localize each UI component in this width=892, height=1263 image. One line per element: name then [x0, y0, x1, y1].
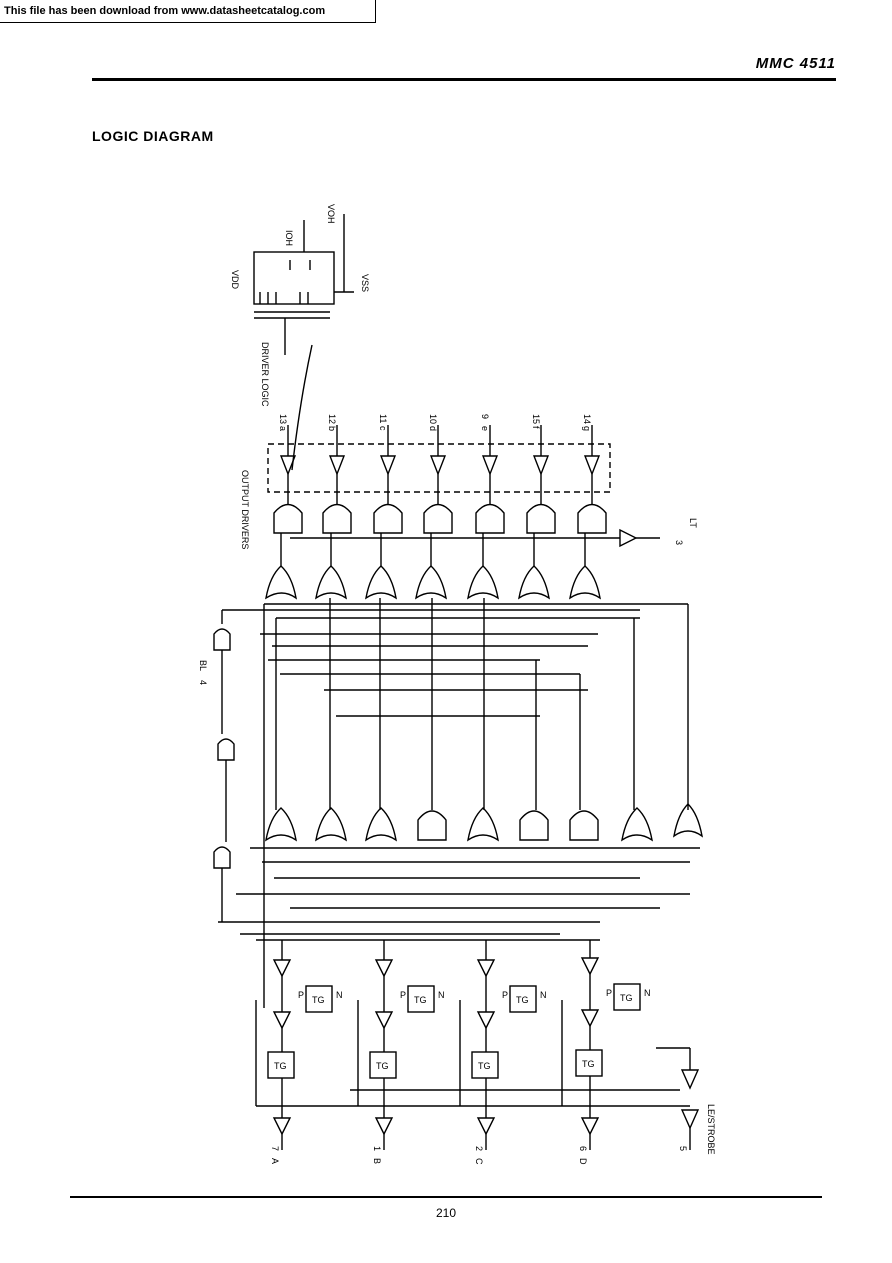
tg-label: TG — [516, 995, 529, 1005]
page-number: 210 — [436, 1206, 457, 1220]
tg-n-label: N — [540, 990, 547, 1000]
output-seg-d: d — [428, 426, 438, 431]
le-pin: 5 — [678, 1146, 688, 1151]
decode-nor-row — [265, 533, 601, 600]
output-pin-c: 11 — [378, 414, 388, 423]
output-buffers — [279, 425, 601, 505]
vdd-label: VDD — [230, 270, 240, 290]
input-label-d: D — [578, 1158, 588, 1165]
input-label-b: B — [372, 1158, 382, 1164]
tg-n-label: N — [438, 990, 445, 1000]
output-seg-f: f — [531, 426, 541, 429]
tg-label: TG — [376, 1061, 389, 1071]
part-number: MMC 4511 — [755, 55, 836, 72]
tg-label: TG — [478, 1061, 491, 1071]
output-seg-g: g — [582, 426, 592, 431]
le-strobe-label: LE/STROBE — [706, 1104, 716, 1155]
output-pin-e: 9 — [480, 414, 490, 419]
output-pin-b: 12 — [327, 414, 337, 424]
input-pin-a: 7 — [270, 1146, 280, 1151]
output-seg-b: b — [327, 426, 337, 431]
output-pin-a: 13 — [278, 414, 288, 424]
input-pin-d: 6 — [578, 1146, 588, 1151]
lt-label: LT — [688, 518, 698, 528]
output-seg-a: a — [278, 426, 288, 431]
tg-label: TG — [312, 995, 325, 1005]
output-seg-c: c — [378, 426, 388, 431]
voh-label: VOH — [326, 204, 336, 224]
lower-nor-row — [265, 803, 703, 842]
tg-label: TG — [582, 1059, 595, 1069]
tg-label: TG — [620, 993, 633, 1003]
rotated-labels: OUTPUT DRIVERS DRIVER LOGIC VDD VOH IOH … — [198, 204, 716, 1165]
input-pin-b: 1 — [372, 1146, 382, 1151]
lt-pin: 3 — [674, 540, 684, 545]
tg-label: TG — [414, 995, 427, 1005]
output-pin-f: 15 — [531, 414, 541, 424]
driver-logic-schematic — [253, 214, 354, 471]
tg-p-label: P — [400, 990, 406, 1000]
driver-logic-label: DRIVER LOGIC — [260, 342, 270, 407]
vss-label: VSS — [360, 274, 370, 292]
tg-label: TG — [274, 1061, 287, 1071]
tg-p-label: P — [502, 990, 508, 1000]
section-title: LOGIC DIAGRAM — [92, 128, 214, 144]
interconnect-bus — [218, 603, 700, 935]
output-pin-d: 10 — [428, 414, 438, 424]
input-pin-c: 2 — [474, 1146, 484, 1151]
tg-p-label: P — [298, 990, 304, 1000]
blanking-gates — [213, 609, 640, 922]
download-banner: This file has been download from www.dat… — [0, 0, 376, 23]
output-seg-e: e — [480, 426, 490, 431]
ioh-label: IOH — [284, 230, 294, 246]
header-rule — [92, 78, 836, 81]
footer-rule — [70, 1196, 822, 1198]
latch-stages — [255, 939, 700, 1150]
tg-n-label: N — [644, 988, 651, 998]
tg-p-label: P — [606, 988, 612, 998]
bl-label: BL — [198, 660, 208, 671]
output-nand-row — [273, 503, 607, 534]
output-pin-g: 14 — [582, 414, 592, 424]
tg-n-label: N — [336, 990, 343, 1000]
input-label-c: C — [474, 1158, 484, 1165]
bl-pin: 4 — [198, 680, 208, 685]
output-drivers-label: OUTPUT DRIVERS — [240, 470, 250, 549]
input-label-a: A — [270, 1158, 280, 1164]
tg-labels: TG TG TG TG TG TG TG TG P N P N P N P N — [274, 988, 651, 1071]
